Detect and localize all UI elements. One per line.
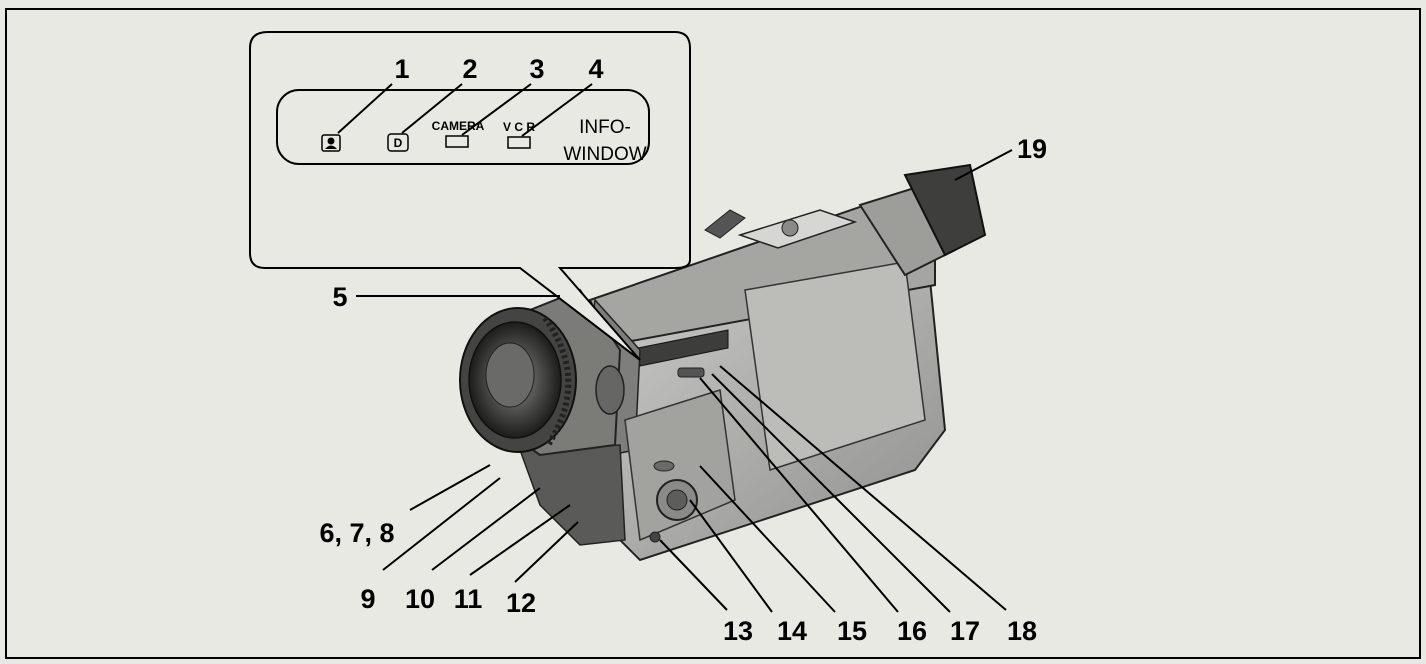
- leader-3: [461, 83, 532, 136]
- small-button-c: [677, 367, 705, 378]
- info-window-panel: [276, 89, 650, 165]
- camera-lamp-icon: CAMERA: [432, 119, 485, 148]
- leader-1: [337, 83, 393, 134]
- callout-11: 11: [454, 584, 483, 614]
- leader-9: [382, 477, 501, 571]
- top-control-dial: [781, 219, 799, 237]
- callout-3: 3: [529, 54, 544, 84]
- leader-11: [469, 504, 571, 576]
- callout-18: 18: [1007, 616, 1037, 646]
- callout-10: 10: [405, 584, 435, 614]
- info-window-label-line2: WINDOW: [563, 144, 646, 165]
- callout-17: 17: [950, 616, 980, 646]
- leader-2: [401, 83, 463, 134]
- leader-14: [689, 499, 773, 613]
- callout-16: 16: [897, 616, 927, 646]
- leader-4: [521, 83, 593, 137]
- callout-12: 12: [506, 588, 536, 618]
- leader-10: [431, 487, 541, 571]
- front-sensor: [595, 365, 625, 415]
- accessory-shoe: [704, 209, 746, 239]
- leader-19: [954, 149, 1013, 181]
- outer-frame: [5, 8, 1421, 659]
- leader-17: [711, 373, 951, 613]
- callout-6-7-8: 6, 7, 8: [319, 518, 394, 548]
- small-button-b: [649, 531, 661, 543]
- viewfinder-eyecup: [903, 163, 987, 257]
- leader-6-7-8: [409, 464, 491, 511]
- lower-grip: [624, 389, 736, 542]
- callout-1: 1: [394, 54, 409, 84]
- leader-16: [699, 377, 899, 613]
- cassette-door: [744, 261, 926, 471]
- callout-15: 15: [837, 616, 867, 646]
- d-button-icon: D: [387, 133, 409, 152]
- focus-ring: [542, 316, 572, 447]
- indicator-vcr-label: V C R: [503, 120, 535, 134]
- leader-12: [514, 521, 579, 583]
- callout-14: 14: [777, 616, 807, 646]
- callout-5: 5: [332, 282, 347, 312]
- callout-19: 19: [1017, 134, 1047, 164]
- info-window-label-line1: INFO-: [579, 117, 631, 138]
- indicator-d-label: D: [394, 136, 403, 150]
- callout-9: 9: [360, 584, 375, 614]
- leader-18: [719, 365, 1007, 611]
- callout-13: 13: [723, 616, 753, 646]
- small-button-a: [653, 460, 675, 472]
- leader-15: [699, 465, 836, 613]
- person-icon: [321, 134, 341, 152]
- indicator-camera-label: CAMERA: [432, 119, 485, 133]
- vcr-lamp-icon: V C R: [503, 120, 535, 149]
- leader-13: [659, 539, 728, 611]
- camcorder-illustration: [459, 163, 987, 562]
- leader-lines: [337, 83, 1013, 613]
- lens-inner: [485, 342, 535, 408]
- callout-4: 4: [588, 54, 603, 84]
- mode-dial-center: [666, 489, 688, 511]
- callout-2: 2: [462, 54, 477, 84]
